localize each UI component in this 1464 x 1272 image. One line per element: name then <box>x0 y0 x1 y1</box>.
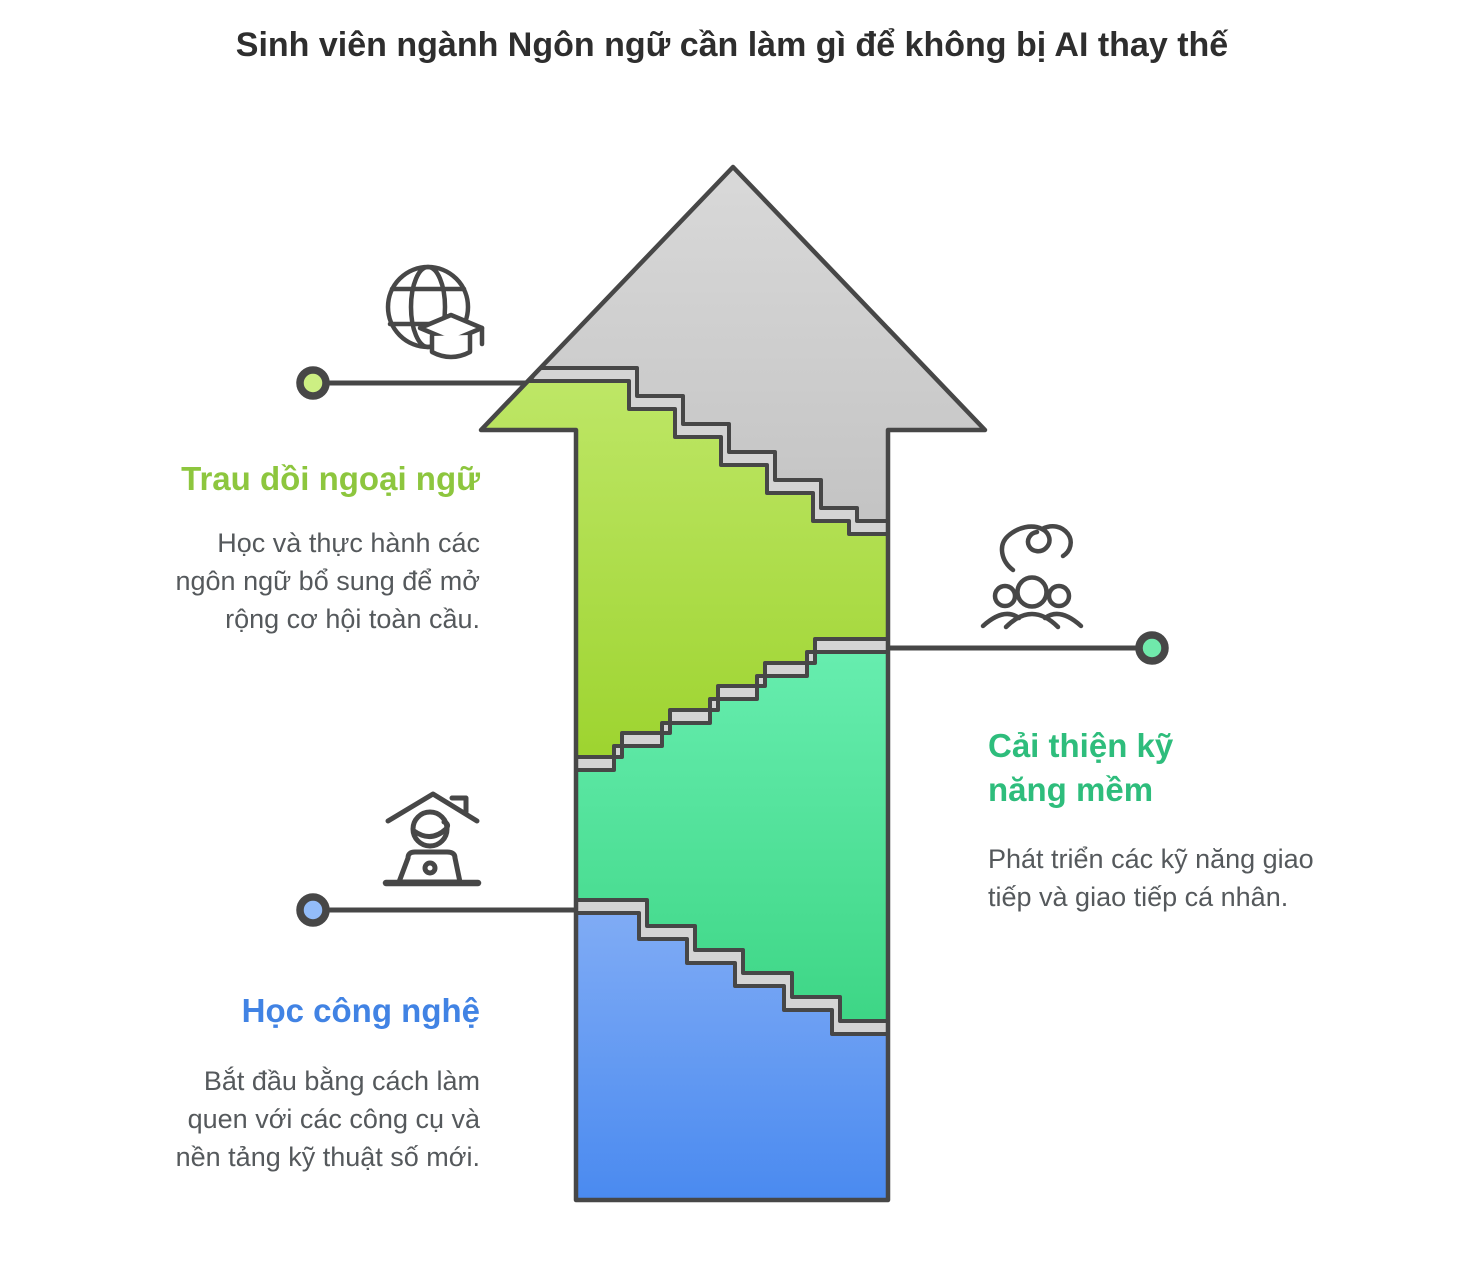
connector-dot-technology <box>296 893 330 927</box>
desc-line: quen với các công cụ và <box>187 1104 480 1134</box>
callout-foreign-language: Trau dồi ngoại ngữ Học và thực hành các … <box>60 458 481 638</box>
remote-work-icon <box>382 791 482 887</box>
connector-dot-softskills <box>1135 631 1169 665</box>
title-line: Cải thiện kỹ <box>988 727 1174 764</box>
callout-technology: Học công nghệ Bắt đầu bằng cách làm quen… <box>50 990 480 1176</box>
arrow-outline <box>478 164 988 1203</box>
mentoring-people-icon <box>980 524 1084 630</box>
desc-line: Phát triển các kỹ năng giao <box>988 844 1314 874</box>
desc-line: tiếp và giao tiếp cá nhân. <box>988 882 1289 912</box>
page-title: Sinh viên ngành Ngôn ngữ cần làm gì để k… <box>235 26 1229 64</box>
desc-line: rộng cơ hội toàn cầu. <box>225 604 480 634</box>
callout-foreign-language-desc: Học và thực hành các ngôn ngữ bổ sung để… <box>60 524 481 638</box>
desc-line: Bắt đầu bằng cách làm <box>203 1066 480 1096</box>
title-line: năng mềm <box>988 771 1154 808</box>
callout-technology-desc: Bắt đầu bằng cách làm quen với các công … <box>50 1062 480 1176</box>
callout-foreign-language-title: Trau dồi ngoại ngữ <box>181 460 480 497</box>
callout-technology-title: Học công nghệ <box>241 992 480 1029</box>
desc-line: ngôn ngữ bổ sung để mở <box>175 566 481 596</box>
callout-soft-skills: Cải thiện kỹ năng mềm Phát triển các kỹ … <box>988 724 1408 916</box>
globe-graduation-icon <box>385 264 485 360</box>
callout-soft-skills-title: Cải thiện kỹ năng mềm <box>988 724 1408 812</box>
arrow-sections <box>481 167 985 1200</box>
connector-dot-language <box>296 366 330 400</box>
callout-soft-skills-desc: Phát triển các kỹ năng giao tiếp và giao… <box>988 840 1408 916</box>
desc-line: Học và thực hành các <box>217 528 480 558</box>
desc-line: nền tảng kỹ thuật số mới. <box>175 1142 480 1172</box>
